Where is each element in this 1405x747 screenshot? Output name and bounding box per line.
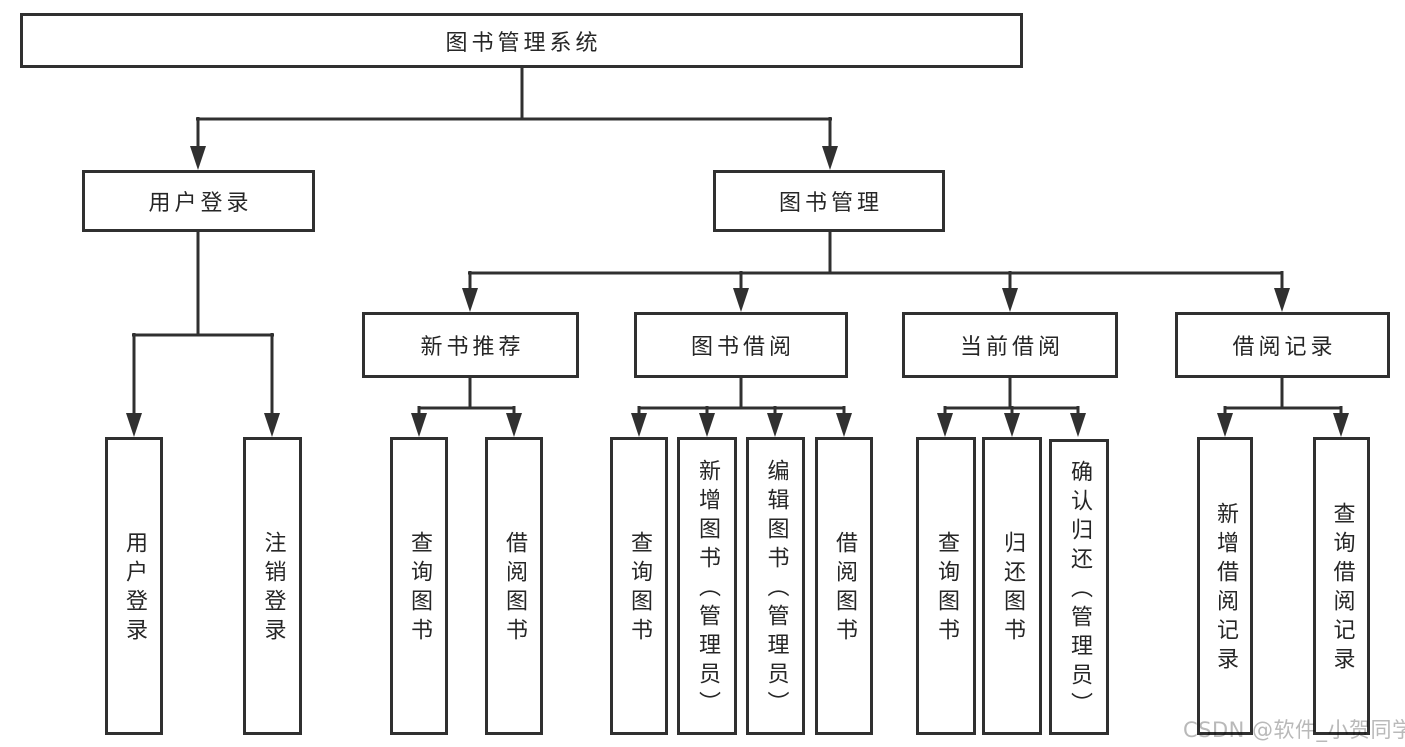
node-book-management: 图书管理	[713, 170, 945, 232]
leaf-edit-book-admin: 编辑图书（管理员）	[746, 437, 805, 735]
leaf-query-books-recommend: 查询图书	[390, 437, 448, 735]
node-current-borrow: 当前借阅	[902, 312, 1118, 378]
leaf-add-borrow-record: 新增借阅记录	[1197, 437, 1253, 735]
leaf-user-login: 用户登录	[105, 437, 163, 735]
node-new-book-recommend: 新书推荐	[362, 312, 579, 378]
arrowhead-icons	[126, 146, 1349, 437]
leaf-add-book-admin: 新增图书（管理员）	[677, 437, 737, 735]
leaf-borrow-books-recommend: 借阅图书	[485, 437, 543, 735]
leaf-logout: 注销登录	[243, 437, 302, 735]
leaf-query-books-borrow: 查询图书	[610, 437, 668, 735]
leaf-confirm-return-admin: 确认归还（管理员）	[1049, 439, 1109, 735]
watermark: CSDN @软件_小贺同学	[1183, 718, 1405, 742]
leaf-return-books: 归还图书	[982, 437, 1042, 735]
leaf-query-books-current: 查询图书	[916, 437, 976, 735]
node-borrow-records: 借阅记录	[1175, 312, 1390, 378]
node-user-login: 用户登录	[82, 170, 315, 232]
leaf-query-borrow-record: 查询借阅记录	[1313, 437, 1370, 735]
node-book-borrow: 图书借阅	[634, 312, 848, 378]
node-library-management-system: 图书管理系统	[20, 13, 1023, 68]
leaf-borrow-books: 借阅图书	[815, 437, 873, 735]
